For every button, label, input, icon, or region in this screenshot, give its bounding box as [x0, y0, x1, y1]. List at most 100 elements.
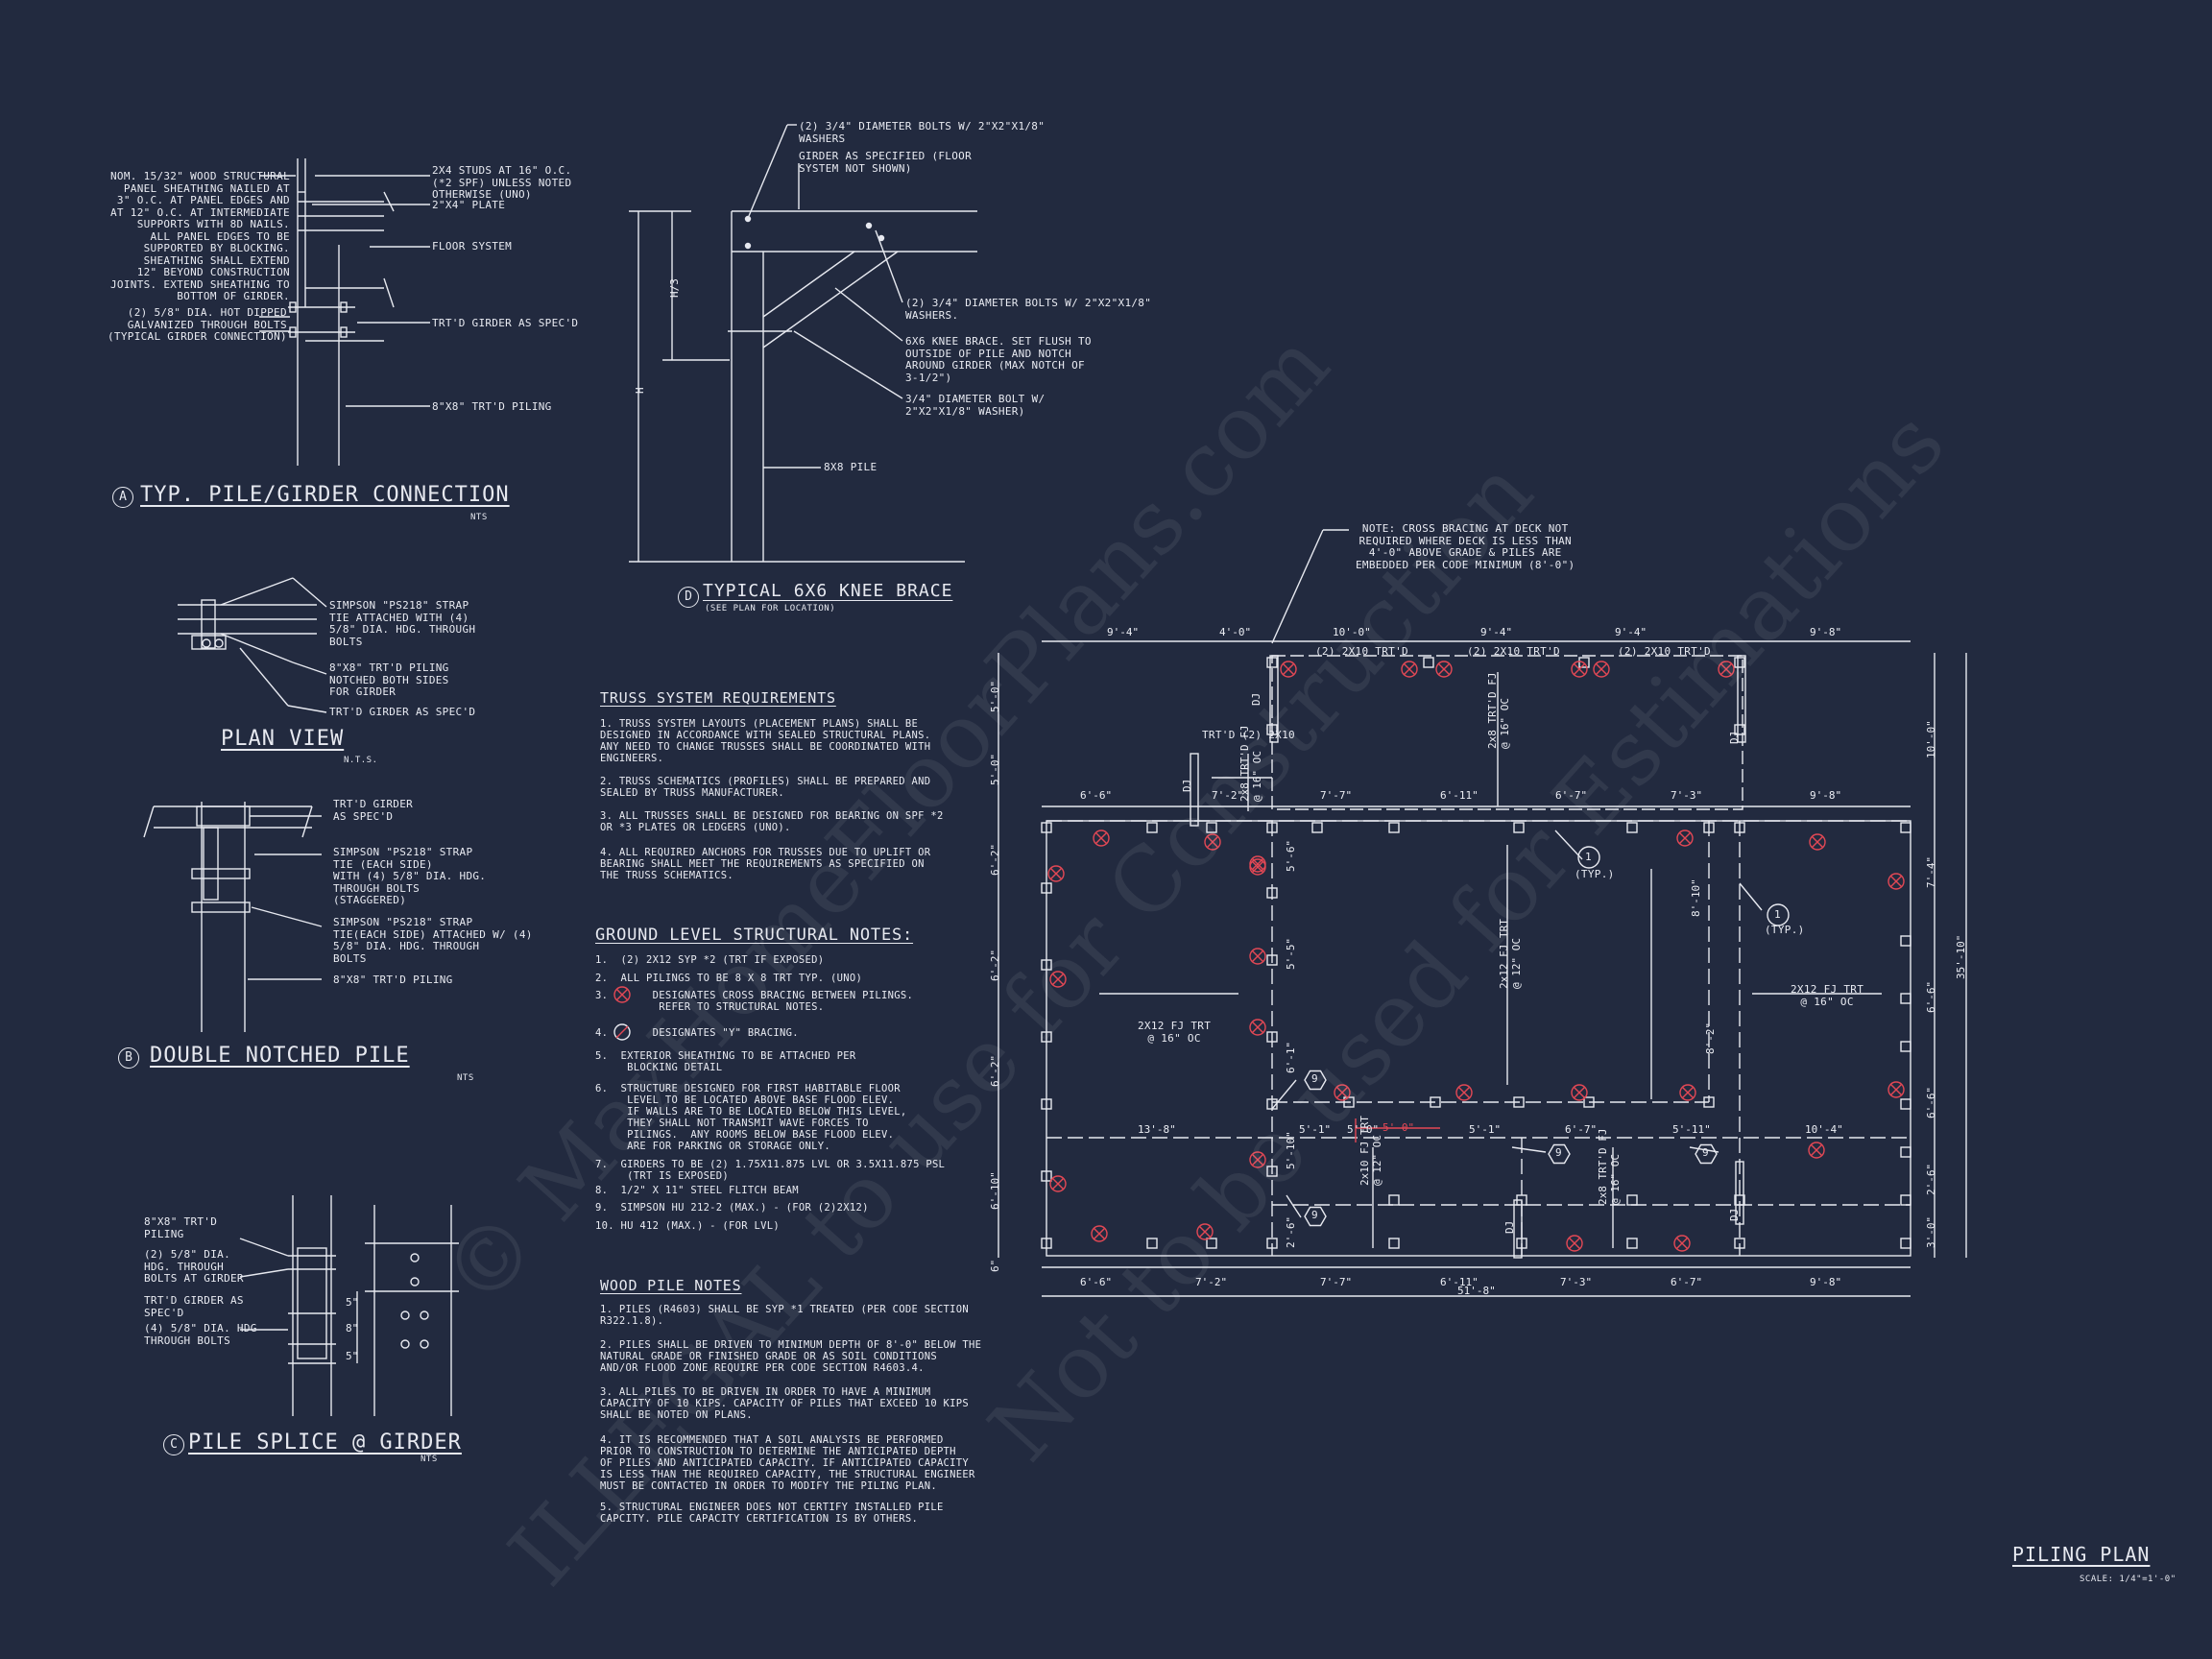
truss-heading: TRUSS SYSTEM REQUIREMENTS — [600, 689, 836, 707]
cross-bracing-23 — [1334, 1084, 1351, 1101]
pile-23 — [1041, 1238, 1052, 1249]
mid-dim-6: 7'-3" — [1671, 789, 1703, 802]
cross-bracing-19 — [1249, 1151, 1266, 1168]
pile-12 — [1388, 822, 1400, 833]
ground-item-5: 5. EXTERIOR SHEATHING TO BE ATTACHED PER… — [595, 1050, 856, 1073]
bottom-dim-6: 6'-7" — [1671, 1276, 1703, 1288]
pile-32 — [1266, 954, 1278, 966]
pile-42 — [1388, 1194, 1400, 1206]
circle-tag-1 — [1577, 846, 1600, 869]
pile-47 — [1206, 1238, 1217, 1249]
pile-7 — [1041, 822, 1052, 833]
pile-22 — [1041, 1170, 1052, 1182]
cross-bracing-21 — [1091, 1225, 1108, 1242]
pile-38 — [1430, 1096, 1441, 1108]
detail-a-marker: A — [112, 487, 133, 508]
detail-d-drawing — [629, 124, 977, 563]
plan-view-girder-note: TRT'D GIRDER AS SPEC'D — [329, 706, 476, 718]
pile-9 — [1206, 822, 1217, 833]
inner-dim-2: 5'-5" — [1285, 937, 1297, 970]
detail-b-strap-note: SIMPSON "PS218" STRAP TIE (EACH SIDE) WI… — [333, 846, 487, 906]
ground-item-6: 6. STRUCTURE DESIGNED FOR FIRST HABITABL… — [595, 1083, 907, 1152]
plan-overall-width: 51'-8" — [1457, 1285, 1496, 1297]
wood-heading: WOOD PILE NOTES — [600, 1277, 742, 1294]
ground-item-10: 10. HU 412 (MAX.) - (FOR LVL) — [595, 1220, 781, 1232]
cross-bracing-26 — [1679, 1084, 1696, 1101]
left-dim-4: 6'-2" — [989, 949, 1001, 981]
plan-tag-9c: 9 — [1555, 1146, 1562, 1159]
piling-plan-scale: SCALE: 1/4"=1'-0" — [2080, 1575, 2176, 1584]
pile-45 — [1734, 1194, 1745, 1206]
cross-bracing-6 — [1718, 661, 1735, 678]
pile-48 — [1388, 1238, 1400, 1249]
detail-d-dim-h: H — [634, 387, 646, 394]
ground-item-1: 1. (2) 2x12 SYP *2 (TRT IF EXPOSED) — [595, 954, 825, 966]
detail-b-marker: B — [118, 1047, 139, 1069]
pile-31 — [1266, 887, 1278, 899]
left-dim-1: 5'-0" — [989, 680, 1001, 712]
mid-dim-5: 6'-7" — [1555, 789, 1588, 802]
plan-typ-label-1: (TYP.) — [1575, 868, 1615, 880]
pile-1 — [1266, 657, 1278, 668]
cross-bracing-11 — [1809, 833, 1826, 851]
ground-item-7: 7. GIRDERS TO BE (2) 1.75x11.875 LVL OR … — [595, 1159, 946, 1182]
hex-tag-3 — [1548, 1143, 1571, 1165]
cross-bracing-15 — [1249, 948, 1266, 965]
pile-39 — [1513, 1096, 1525, 1108]
wood-item-2: 2. PILES SHALL BE DRIVEN TO MINIMUM DEPT… — [600, 1339, 982, 1374]
pile-30 — [1900, 1238, 1911, 1249]
ground-item-2: 2. ALL PILINGS TO BE 8 x 8 TRT TYP. (UNO… — [595, 973, 863, 984]
pile-17 — [1900, 822, 1911, 833]
top-dim-6: 9'-8" — [1810, 626, 1842, 638]
right-dim-1: 10'-0" — [1925, 720, 1937, 758]
detail-d-bolts-note: (2) 3/4" DIAMETER BOLTS W/ 2"x2"x1/8" WA… — [905, 297, 1152, 322]
detail-a-scale: NTS — [470, 513, 488, 522]
inner-dim-1: 5'-6" — [1285, 839, 1297, 872]
plan-tag-9b: 9 — [1311, 1209, 1318, 1221]
cross-bracing-13 — [1249, 858, 1266, 876]
detail-d-title: TYPICAL 6x6 KNEE BRACE — [703, 581, 953, 601]
plan-tag-9a: 9 — [1311, 1072, 1318, 1085]
pile-46 — [1146, 1238, 1158, 1249]
plan-overall-depth: 35'-10" — [1955, 934, 1967, 979]
plan-tag-9d: 9 — [1702, 1146, 1709, 1159]
inner-dim-4: 5'-10" — [1285, 1131, 1297, 1169]
detail-a-floor-note: FLOOR SYSTEM — [432, 240, 513, 252]
detail-b-piling-note: 8"x8" TRT'D PILING — [333, 974, 453, 986]
left-dim-3: 6'-2" — [989, 843, 1001, 876]
bottom-dim-1: 6'-6" — [1080, 1276, 1113, 1288]
hex-tag-4 — [1695, 1143, 1718, 1165]
cross-bracing-18 — [1887, 1081, 1905, 1098]
plan-dj-label-1: DJ — [1250, 692, 1262, 706]
lower-dim-5: 6'-7" — [1565, 1123, 1598, 1136]
right-dim-6: 3'-0" — [1925, 1215, 1937, 1248]
right-dim-2: 7'-4" — [1925, 855, 1937, 888]
piling-plan-title: PILING PLAN — [2012, 1543, 2151, 1566]
plan-fj-left-label: 2x12 FJ TRT @ 16" OC — [1138, 1020, 1212, 1045]
plan-view-strap-note: SIMPSON "PS218" STRAP TIE ATTACHED WITH … — [329, 599, 476, 648]
plan-beam-label-1: (2) 2x10 TRT'D — [1315, 645, 1408, 658]
bottom-dim-4: 6'-11" — [1440, 1276, 1479, 1288]
pile-29 — [1900, 1194, 1911, 1206]
pile-10 — [1266, 822, 1278, 833]
detail-d-dim-h3: H/3 — [668, 278, 681, 298]
pile-35 — [1266, 1166, 1278, 1177]
plan-fj-right-label: 2x12 FJ TRT @ 16" OC — [1791, 983, 1864, 1008]
plan-typ-label-2: (TYP.) — [1765, 924, 1805, 936]
pile-4 — [1734, 657, 1745, 668]
pile-20 — [1041, 1031, 1052, 1043]
pile-27 — [1900, 1098, 1911, 1110]
bottom-dim-2: 7'-2" — [1195, 1276, 1228, 1288]
detail-b-drawing — [143, 802, 323, 1032]
pile-markers — [1041, 657, 1911, 1249]
plan-fj-center-label: 2x12 FJ TRT @ 12" OC — [1498, 919, 1523, 989]
plan-dj-label-3: DJ — [1181, 779, 1193, 792]
detail-c-through-bolts-note: (4) 5/8" DIA. HDG THROUGH BOLTS — [144, 1322, 257, 1347]
left-dim-6: 6'-10" — [989, 1171, 1001, 1210]
detail-d-pile-note: 8x8 PILE — [824, 461, 878, 473]
plan-beam-label-2: (2) 2x10 TRT'D — [1467, 645, 1560, 658]
inner-dim-3: 6'-1" — [1285, 1041, 1297, 1073]
detail-a-sheathing-note: NOM. 15/32" WOOD STRUCTURAL PANEL SHEATH… — [110, 170, 290, 302]
cross-bracing-27 — [1808, 1142, 1825, 1159]
